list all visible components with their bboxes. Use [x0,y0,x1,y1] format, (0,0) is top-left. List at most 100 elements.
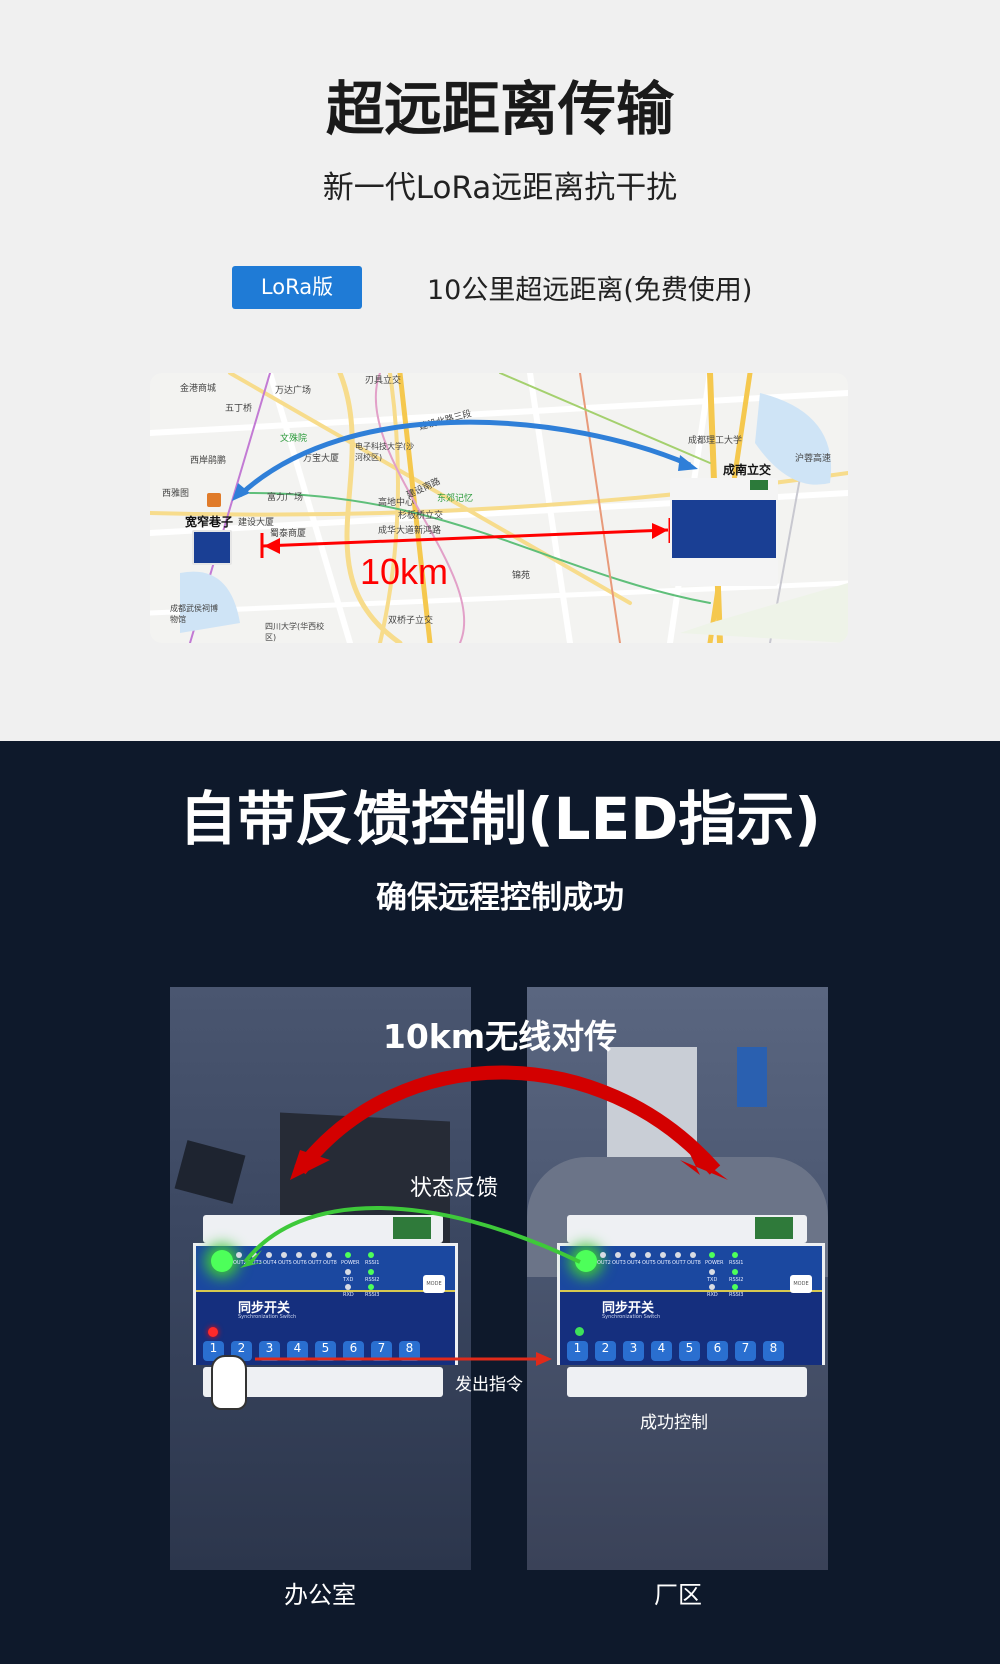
status-label: POWER [705,1260,724,1266]
feature-text: 10公里超远距离(免费使用) [427,275,753,306]
out-led [281,1252,287,1258]
map-label: 双桥子立交 [388,616,434,626]
channel-button[interactable]: 4 [651,1341,672,1361]
txd-led [345,1269,351,1275]
map-label: 电子科技大学(沙河校区) [355,442,415,462]
out-label: OUT3 [612,1260,626,1266]
map-label: 杉板桥立交 [398,511,444,521]
out-label: OUT2 [233,1260,247,1266]
mode-button[interactable]: MODE [790,1275,812,1293]
channel-button[interactable]: 2 [595,1341,616,1361]
rssi2-led [732,1269,738,1275]
status-label: RSSI2 [365,1277,380,1283]
arrow-head [678,455,698,471]
out-label: OUT4 [263,1260,277,1266]
status-label: RXD [343,1292,354,1298]
out-label: OUT3 [248,1260,262,1266]
map-label: 富力广场 [267,493,304,503]
out-led [600,1252,606,1258]
map-label: 锦苑 [512,571,531,581]
map-label: 五丁桥 [225,404,253,414]
out-label: OUT8 [323,1260,337,1266]
command-label: 发出指令 [455,1375,523,1395]
feedback-subtitle: 确保远程控制成功 [376,880,624,916]
out-label: OUT5 [278,1260,292,1266]
rssi1-led [368,1252,374,1258]
channel-button[interactable]: 3 [259,1341,280,1361]
out-led [630,1252,636,1258]
distance-label: 10km [360,551,449,592]
out-label: OUT7 [308,1260,322,1266]
rssi3-led [368,1284,374,1290]
map-label: 四川大学(华西校区) [265,622,325,642]
long-distance-section: 超远距离传输 新一代LoRa远距离抗干扰 LoRa版 10公里超远距离(免费使用… [0,0,1000,741]
map-label: 成都武侯祠博物馆 [170,604,218,624]
end-place-label: 成南立交 [723,463,772,477]
section-title: 超远距离传输 [325,75,674,143]
channel-button[interactable]: 8 [763,1341,784,1361]
map-label: 蜀泰商厦 [270,529,307,539]
out-led [660,1252,666,1258]
map-label: 高地中心 [378,498,415,508]
status-label: RSSI1 [365,1260,380,1266]
out-led [690,1252,696,1258]
map-label: 文殊院 [280,434,308,444]
rssi2-led [368,1269,374,1275]
out-led [645,1252,651,1258]
channel-button[interactable]: 6 [343,1341,364,1361]
feedback-label: 状态反馈 [410,1176,499,1201]
status-label: TXD [707,1277,718,1283]
lora-badge: LoRa版 [232,266,362,309]
blue-arc-arrow [238,419,691,497]
status-label: POWER [341,1260,360,1266]
channel-button[interactable]: 6 [707,1341,728,1361]
small-device-image [192,530,232,565]
feedback-section [0,741,1000,1664]
map-label: 成华大道新鸿路 [378,526,442,536]
wireless-label: 10km无线对传 [382,1017,618,1056]
out-label: OUT6 [293,1260,307,1266]
map-label: 万达广场 [275,386,312,396]
status-label: RXD [707,1292,718,1298]
out-label: OUT5 [642,1260,656,1266]
device-brand-en: Synchronization Switch [602,1314,661,1320]
success-label: 成功控制 [640,1413,708,1433]
status-label: TXD [343,1277,354,1283]
distance-line [262,528,669,548]
channel-button[interactable]: 8 [399,1341,420,1361]
map-label: 东郊记忆 [437,494,474,504]
start-place-label: 宽窄巷子 [185,515,234,529]
map-label: 西雅图 [162,489,190,499]
status-label: RSSI3 [729,1292,744,1298]
device-brand-en: Synchronization Switch [238,1314,297,1320]
out-led [296,1252,302,1258]
office-caption: 办公室 [284,1581,356,1609]
out-label: OUT4 [627,1260,641,1266]
map-label: 刃具立交 [365,376,402,386]
channel-button[interactable]: 5 [315,1341,336,1361]
channel-button[interactable]: 4 [287,1341,308,1361]
device-brand: 同步开关 [238,1301,291,1316]
out-label: OUT2 [597,1260,611,1266]
map-label: 万宝大厦 [303,454,340,464]
channel-button[interactable]: 7 [371,1341,392,1361]
channel-button[interactable]: 3 [623,1341,644,1361]
channel-button[interactable]: 5 [679,1341,700,1361]
out-led [615,1252,621,1258]
channel-button[interactable]: 7 [735,1341,756,1361]
mode-button[interactable]: MODE [423,1275,445,1293]
map-label: 金港商城 [180,384,217,394]
map-roads [150,373,848,643]
rssi3-led [732,1284,738,1290]
landmark-icon [207,493,221,507]
map-label: 建设大厦 [238,518,275,528]
pointing-hand-icon [211,1355,247,1410]
out-led [236,1252,242,1258]
channel-button[interactable]: 1 [567,1341,588,1361]
rssi1-led [732,1252,738,1258]
status-label: RSSI1 [729,1260,744,1266]
rxd-led [345,1284,351,1290]
out-label: OUT8 [687,1260,701,1266]
rxd-led [709,1284,715,1290]
status-label: RSSI3 [365,1292,380,1298]
